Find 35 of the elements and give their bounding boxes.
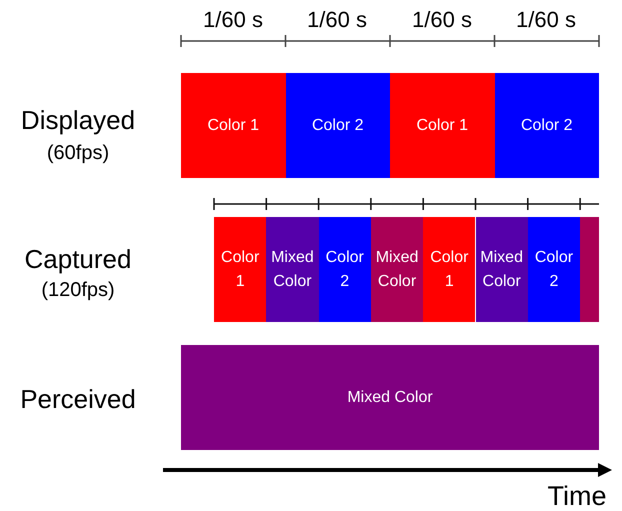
row-label: Displayed [20,104,136,136]
block-text: Color 1 [429,248,470,292]
block-text: Mixed Color [479,248,524,292]
dimension-label: 1/60 s [307,6,367,34]
block-text: Mixed Color [374,248,420,292]
block-text: Mixed Color [270,248,315,292]
block-text: Color 1 [416,116,468,136]
block-text: Color 1 [207,116,260,136]
color-block [370,217,424,322]
color-block [390,73,494,178]
block-text: Color 2 [534,248,574,292]
axis-label: Time [548,480,606,511]
row-label: (120fps) [41,278,115,303]
dimension-label: 1/60 s [516,6,576,34]
dimension-label: 1/60 s [203,6,263,34]
block-text: Mixed Color [347,388,433,408]
color-block [476,217,528,322]
color-block [286,73,390,178]
row-label: Perceived [20,383,136,416]
color-block [423,217,476,322]
color-block [181,345,599,450]
color-block [528,217,580,322]
color-block [214,217,266,322]
block-text: Color 1 [220,248,260,292]
row-label: (60fps) [46,141,110,166]
color-block [318,217,371,322]
block-text: Color 2 [312,116,364,136]
row-label: Captured [24,243,132,276]
block-text: Color 2 [520,116,573,136]
dimension-label: 1/60 s [412,6,472,34]
color-block [494,73,599,178]
block-text: Color 2 [324,248,365,292]
color-block [181,73,286,178]
color-block [266,217,319,322]
color-block [580,217,599,322]
